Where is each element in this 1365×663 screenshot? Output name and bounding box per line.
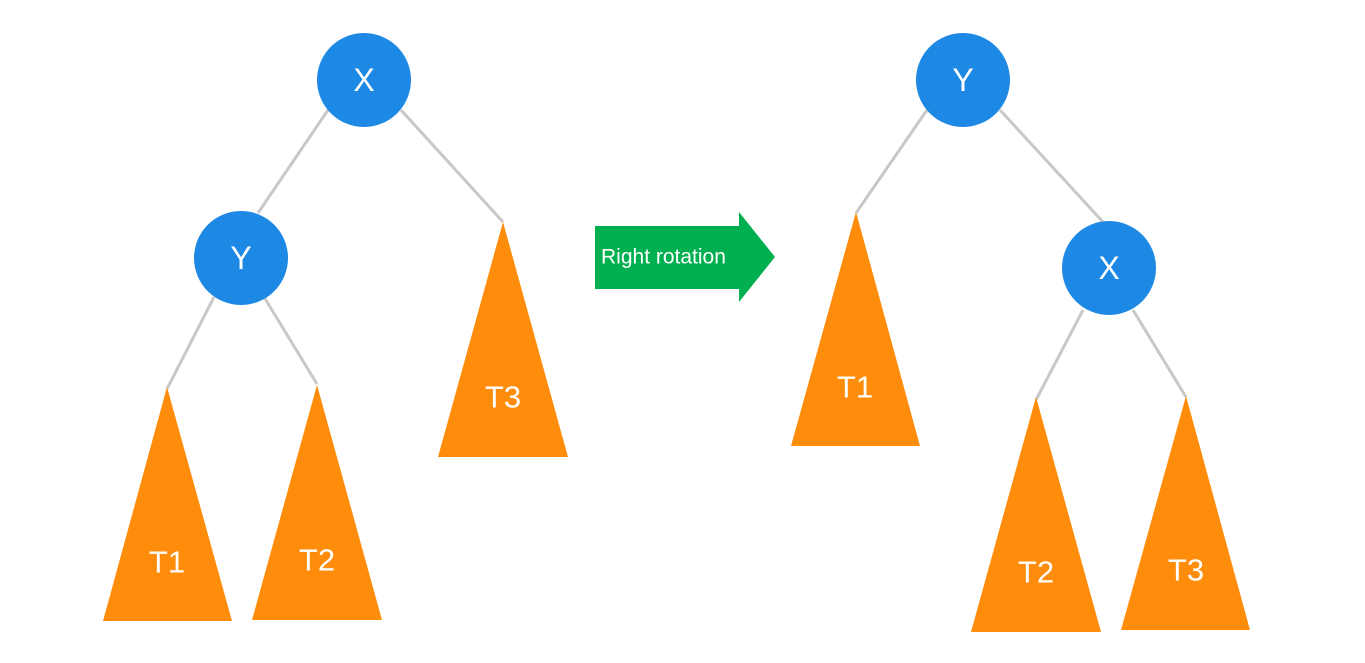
node-x-circle — [317, 33, 411, 127]
edge-x-t2 — [1034, 309, 1085, 401]
subtree-t3-triangle — [1121, 396, 1250, 630]
subtree-t3: T3 — [438, 222, 568, 457]
tree-after: Y X T1 T2 T3 — [791, 33, 1250, 632]
node-x-circle — [1062, 221, 1156, 315]
subtree-t2-triangle — [971, 397, 1101, 632]
subtree-t3-triangle — [438, 222, 568, 457]
node-y-label: Y — [230, 240, 251, 276]
subtree-t2-label: T2 — [1018, 555, 1054, 590]
subtree-t1: T1 — [103, 387, 232, 621]
node-y-label: Y — [952, 62, 973, 98]
arrow-label: Right rotation — [601, 246, 726, 269]
edge-y-t2 — [262, 296, 319, 385]
edge-x-t3 — [1131, 309, 1188, 398]
node-x: X — [1062, 221, 1156, 315]
edge-x-y — [256, 109, 330, 214]
subtree-t3-label: T3 — [485, 380, 521, 415]
edge-y-t1 — [854, 109, 929, 214]
arrow-shape — [595, 212, 775, 302]
right-rotation-arrow: Right rotation — [595, 212, 775, 302]
subtree-t1-triangle — [791, 212, 920, 446]
node-x: X — [317, 33, 411, 127]
subtree-t1-label: T1 — [149, 545, 185, 580]
edge-y-t1 — [165, 296, 216, 390]
edge-x-t3 — [399, 108, 505, 224]
node-y: Y — [194, 211, 288, 305]
tree-before: X Y T1 T2 T3 — [103, 33, 568, 621]
subtree-t3: T3 — [1121, 396, 1250, 630]
node-y-circle — [194, 211, 288, 305]
subtree-t3-label: T3 — [1168, 553, 1204, 588]
node-x-label: X — [353, 62, 374, 98]
subtree-t2-triangle — [252, 385, 382, 620]
subtree-t2: T2 — [252, 385, 382, 620]
node-x-label: X — [1098, 250, 1119, 286]
subtree-t1: T1 — [791, 212, 920, 446]
node-y: Y — [916, 33, 1010, 127]
node-y-circle — [916, 33, 1010, 127]
subtree-t1-triangle — [103, 387, 232, 621]
subtree-t1-label: T1 — [837, 370, 873, 405]
subtree-t2-label: T2 — [299, 543, 335, 578]
edge-y-x — [998, 108, 1105, 224]
subtree-t2: T2 — [971, 397, 1101, 632]
